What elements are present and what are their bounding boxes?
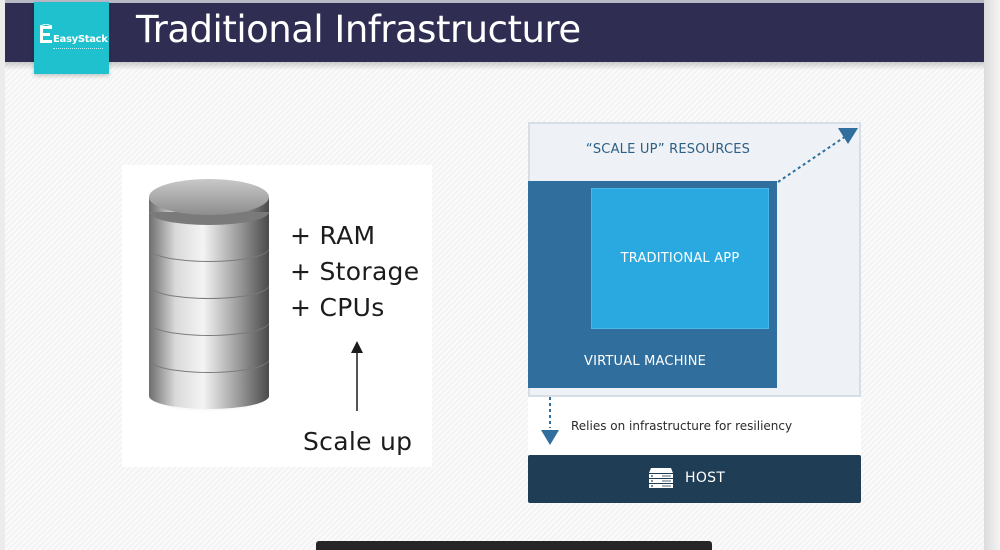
scale-up-label: Scale up (303, 427, 413, 456)
relies-arrow-head (541, 430, 559, 445)
logo-text: EasyStack (53, 34, 108, 45)
database-server-icon (147, 179, 271, 413)
resource-ram: + RAM (290, 221, 376, 250)
title-bar (5, 0, 984, 62)
host-label: HOST (685, 470, 726, 486)
diagram-arrows (541, 128, 858, 445)
scale-up-arrow-line (777, 135, 847, 183)
traditional-app-box: TRADITIONAL APP (591, 188, 769, 329)
relies-area (528, 397, 861, 455)
scale-up-diagram: “SCALE UP” RESOURCES VIRTUAL MACHINE TRA… (528, 122, 861, 503)
scale-up-illustration: + RAM + Storage + CPUs Scale up (122, 165, 432, 467)
resource-storage: + Storage (290, 257, 420, 286)
logo-mark-icon (39, 24, 53, 43)
arrow-up-icon (351, 341, 363, 411)
traditional-app-label: TRADITIONAL APP (620, 251, 740, 266)
scale-up-resources-label: “SCALE UP” RESOURCES (585, 142, 751, 157)
window-edge (984, 0, 1000, 550)
virtual-machine-label: VIRTUAL MACHINE (584, 354, 707, 369)
bottom-toolbar (316, 541, 712, 550)
page-title: Traditional Infrastructure (136, 8, 581, 51)
title-bar-shadow (5, 62, 984, 70)
resource-cpus: + CPUs (290, 293, 385, 322)
host-box: HOST (528, 455, 861, 503)
server-rack-icon (649, 468, 673, 488)
relies-label: Relies on infrastructure for resiliency (571, 419, 793, 433)
easystack-logo: EasyStack (34, 2, 109, 74)
scale-up-arrow-head (838, 128, 858, 144)
logo-tagline (53, 48, 103, 50)
